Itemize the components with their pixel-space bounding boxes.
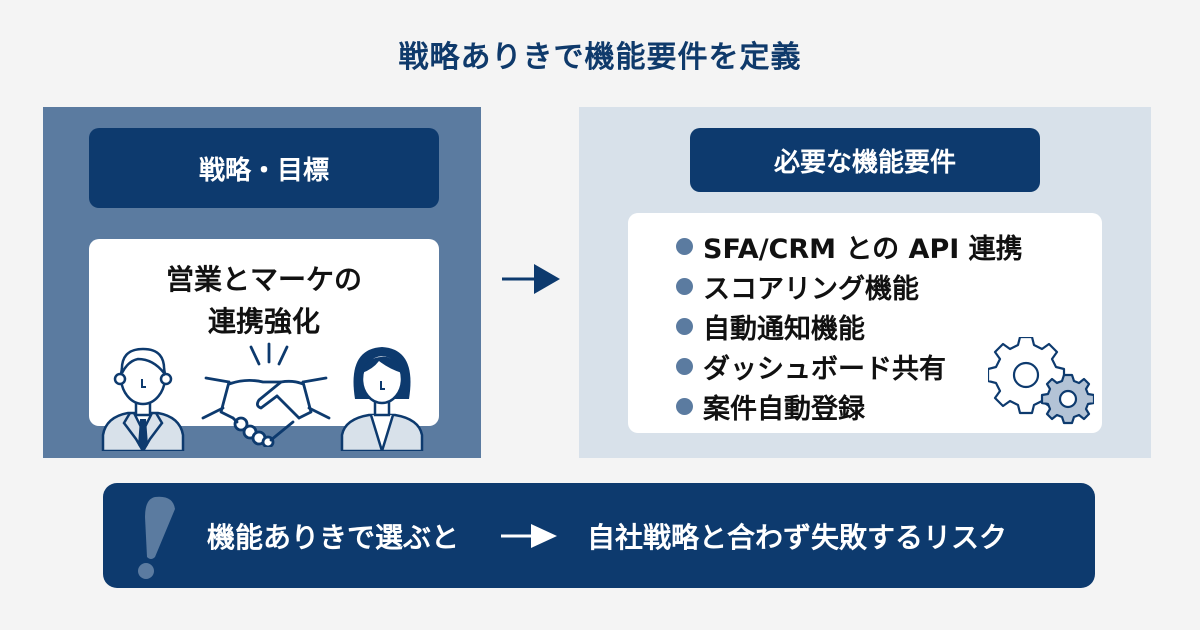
strategy-goal-line1: 営業とマーケの: [165, 263, 362, 296]
requirements-header: 必要な機能要件: [690, 128, 1040, 192]
feature-label: SFA/CRM との API 連携: [703, 234, 1023, 265]
feature-item: ダッシュボード共有: [676, 347, 946, 386]
gears-icon: [988, 337, 1094, 425]
bullet-icon: [676, 318, 693, 335]
bullet-icon: [676, 238, 693, 255]
feature-label: 案件自動登録: [703, 394, 865, 425]
feature-label: ダッシュボード共有: [703, 354, 946, 385]
handshake-icon: [201, 342, 331, 447]
bullet-icon: [676, 398, 693, 415]
requirements-panel: 必要な機能要件 SFA/CRM との API 連携 スコアリング機能 自動通知機…: [579, 107, 1151, 458]
strategy-panel: 戦略・目標 営業とマーケの 連携強化: [43, 107, 481, 458]
exclamation-icon: [138, 496, 175, 579]
feature-item: 案件自動登録: [676, 387, 865, 426]
arrow-right-icon: [501, 524, 557, 548]
risk-banner: 機能ありきで選ぶと 自社戦略と合わず失敗するリスク: [103, 483, 1095, 588]
feature-label: 自動通知機能: [703, 314, 865, 345]
bullet-icon: [676, 358, 693, 375]
banner-cause-text: 機能ありきで選ぶと: [207, 520, 460, 554]
bullet-icon: [676, 278, 693, 295]
feature-item: 自動通知機能: [676, 307, 865, 346]
strategy-header: 戦略・目標: [89, 128, 439, 208]
strategy-goal-text: 営業とマーケの 連携強化: [89, 259, 439, 343]
banner-risk-text: 自社戦略と合わず失敗するリスク: [587, 520, 1008, 554]
diagram-title: 戦略ありきで機能要件を定義: [398, 40, 802, 75]
businesswoman-icon: [340, 347, 424, 451]
businessman-icon: [101, 347, 185, 451]
strategy-goal-line2: 連携強化: [207, 305, 320, 338]
feature-label: スコアリング機能: [703, 274, 919, 305]
feature-item: SFA/CRM との API 連携: [676, 227, 1023, 266]
arrow-right-icon: [502, 264, 560, 294]
feature-item: スコアリング機能: [676, 267, 919, 306]
requirements-card: SFA/CRM との API 連携 スコアリング機能 自動通知機能 ダッシュボー…: [628, 213, 1102, 433]
